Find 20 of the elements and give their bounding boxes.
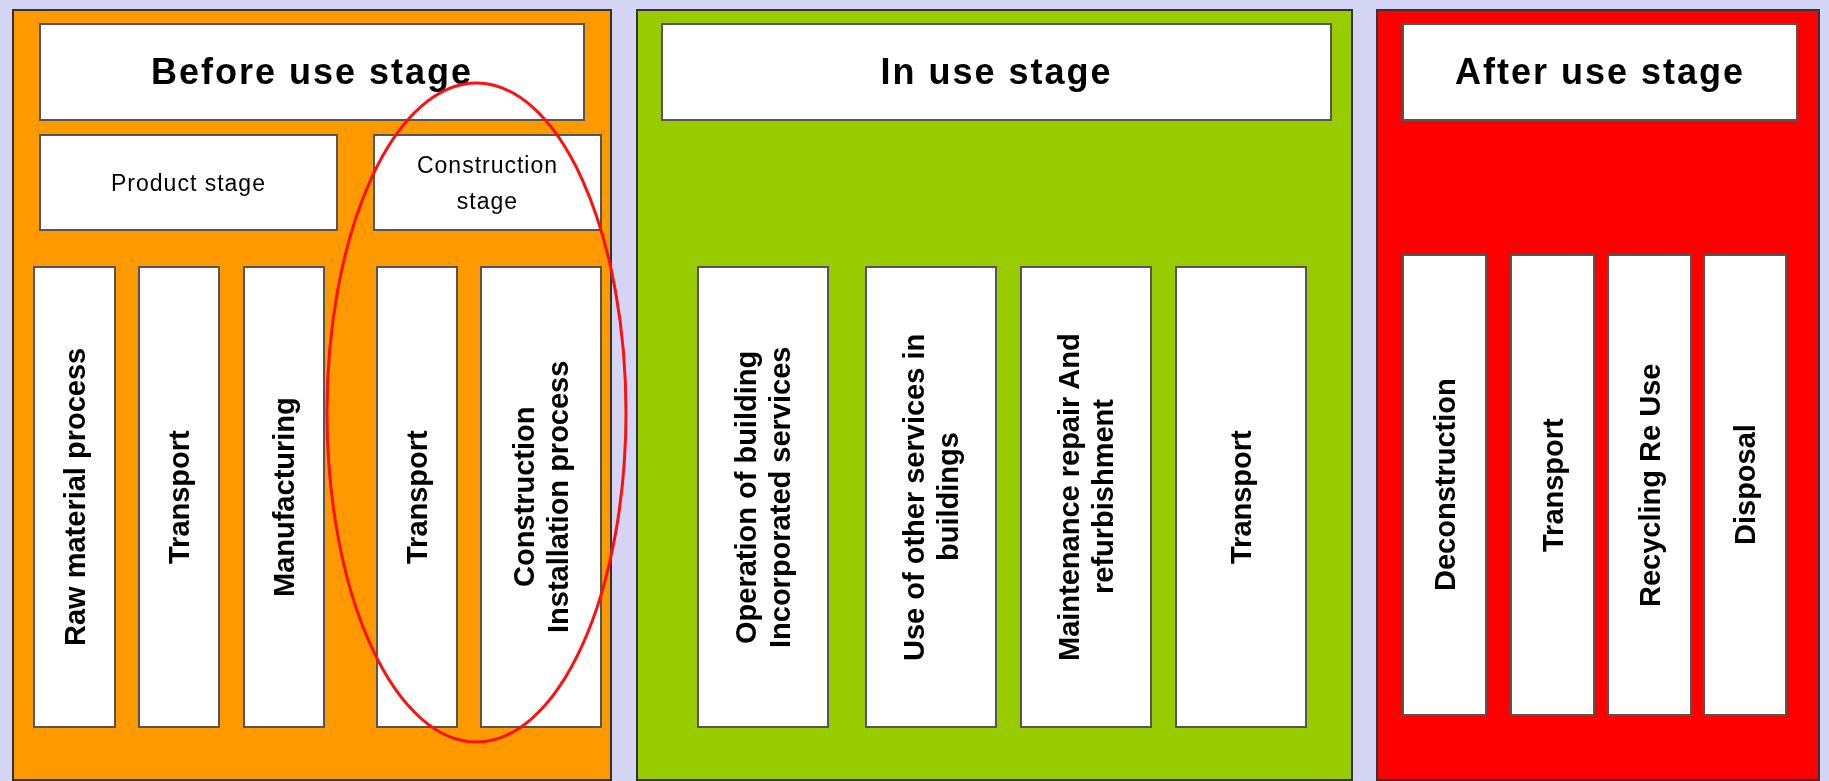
process-box: Operation of building Incorporated services	[697, 266, 829, 728]
process-box: Transport	[138, 266, 220, 728]
process-box: Use of other services in buildings	[865, 266, 997, 728]
process-box: Construction Installation process	[480, 266, 602, 728]
substage-label: Construction stage	[373, 134, 602, 231]
process-box: Recycling Re Use	[1607, 254, 1692, 716]
stage-heading: In use stage	[661, 23, 1332, 121]
substage-label: Product stage	[39, 134, 338, 231]
stage-panel	[1376, 9, 1820, 781]
process-box: Transport	[376, 266, 458, 728]
process-box: Deconstruction	[1402, 254, 1487, 716]
stage-panel	[636, 9, 1353, 781]
stage-heading: After use stage	[1402, 23, 1798, 121]
process-box: Raw material process	[33, 266, 116, 728]
stage-heading: Before use stage	[39, 23, 585, 121]
process-box: Manufacturing	[243, 266, 325, 728]
process-box: Transport	[1510, 254, 1595, 716]
process-box: Disposal	[1703, 254, 1787, 716]
process-box: Transport	[1175, 266, 1307, 728]
process-box: Maintenance repair And refurbishment	[1020, 266, 1152, 728]
